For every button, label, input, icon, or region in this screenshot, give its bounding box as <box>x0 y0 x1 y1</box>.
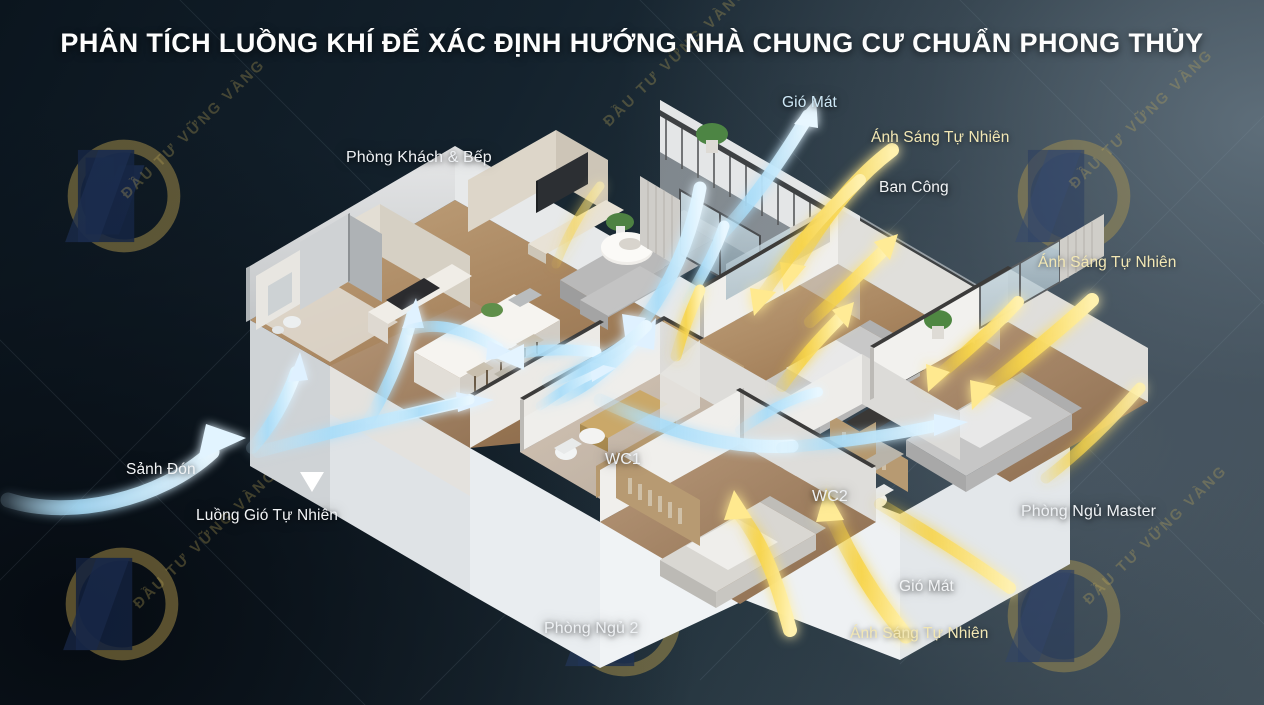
entrance-pointer-icon <box>300 472 324 492</box>
label-living-kitchen: Phòng Khách & Bếp <box>346 149 492 166</box>
page-title: PHÂN TÍCH LUỒNG KHÍ ĐỂ XÁC ĐỊNH HƯỚNG NH… <box>60 28 1204 58</box>
label-bedroom-2: Phòng Ngủ 2 <box>544 620 639 637</box>
label-daylight-right: Ánh Sáng Tự Nhiên <box>1038 254 1177 271</box>
label-wc1: WC1 <box>605 451 641 468</box>
label-daylight-bottom: Ánh Sáng Tự Nhiên <box>850 625 989 642</box>
label-wc2: WC2 <box>812 488 848 505</box>
bedroom-2-area <box>600 390 876 608</box>
master-bedroom-area <box>830 214 1148 492</box>
label-cool-air-bottom: Gió Mát <box>899 578 954 595</box>
sunlight-arrows <box>551 143 1146 644</box>
label-balcony: Ban Công <box>879 179 949 196</box>
label-daylight-top: Ánh Sáng Tự Nhiên <box>871 129 1010 146</box>
label-entrance-hall: Sảnh Đón <box>126 461 196 478</box>
label-natural-airflow: Luồng Gió Tự Nhiên <box>196 507 339 524</box>
label-cool-air-top: Gió Mát <box>782 94 837 111</box>
airflow-arrows <box>0 98 968 516</box>
label-master-bedroom: Phòng Ngủ Master <box>1021 503 1157 520</box>
